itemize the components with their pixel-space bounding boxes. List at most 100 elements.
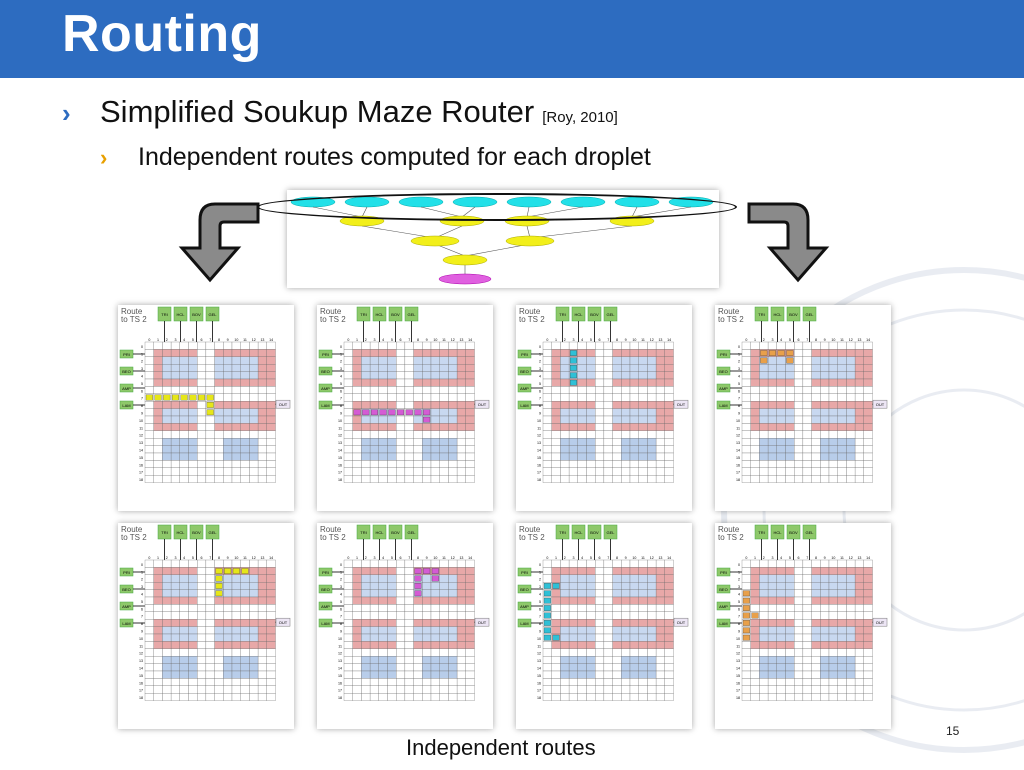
grid-cell bbox=[231, 386, 241, 394]
grid-cell bbox=[430, 641, 440, 649]
grid-cell bbox=[205, 467, 215, 476]
grid-cell bbox=[750, 364, 760, 372]
grid-cell bbox=[750, 596, 760, 605]
route-cell bbox=[552, 634, 560, 641]
grid-cell bbox=[655, 656, 665, 664]
grid-cell bbox=[223, 445, 233, 454]
grid-cell bbox=[759, 678, 769, 686]
grid-cell bbox=[759, 589, 769, 598]
grid-cell bbox=[197, 685, 207, 694]
grid-cell bbox=[577, 596, 587, 605]
grid-cell bbox=[586, 378, 596, 387]
grid-cell bbox=[655, 430, 665, 439]
grid-cell bbox=[794, 371, 804, 380]
grid-cell bbox=[811, 475, 821, 483]
grid-cell bbox=[638, 596, 648, 605]
grid-cell bbox=[837, 423, 847, 431]
grid-cell bbox=[664, 670, 674, 679]
grid-cell bbox=[811, 401, 821, 409]
grid-cell bbox=[638, 393, 648, 402]
grid-cell bbox=[820, 393, 830, 402]
grid-cell bbox=[741, 408, 751, 417]
grid-cell bbox=[231, 604, 241, 612]
grid-cell bbox=[249, 445, 259, 454]
grid-cell bbox=[638, 604, 648, 612]
grid-cell bbox=[655, 423, 665, 431]
grid-cell bbox=[577, 656, 587, 664]
grid-cell bbox=[750, 626, 760, 635]
grid-cell bbox=[586, 401, 596, 409]
grid-cell bbox=[621, 423, 631, 431]
grid-cell bbox=[854, 438, 864, 446]
grid-cell bbox=[542, 574, 552, 583]
grid-cell bbox=[647, 559, 657, 568]
grid-cell bbox=[655, 386, 665, 394]
grid-cell bbox=[257, 663, 267, 672]
grid-cell bbox=[586, 611, 596, 620]
grid-cell bbox=[352, 582, 362, 590]
grid-cell bbox=[257, 693, 267, 701]
row-header: 4 bbox=[539, 593, 541, 597]
grid-cell bbox=[266, 670, 276, 679]
grid-cell bbox=[448, 574, 458, 583]
grid-cell bbox=[361, 604, 371, 612]
grid-cell bbox=[741, 364, 751, 372]
grid-cell bbox=[153, 619, 163, 627]
grid-cell bbox=[387, 445, 397, 454]
grid-cell bbox=[369, 378, 379, 387]
grid-cell bbox=[542, 641, 552, 649]
row-header: 16 bbox=[139, 681, 143, 685]
grid-cell bbox=[369, 633, 379, 642]
grid-cell bbox=[223, 619, 233, 627]
grid-cell bbox=[568, 408, 578, 417]
grid-cell bbox=[170, 364, 180, 372]
row-header: 17 bbox=[537, 471, 541, 475]
grid-cell bbox=[448, 685, 458, 694]
grid-cell bbox=[231, 559, 241, 568]
grid-cell bbox=[439, 685, 449, 694]
row-header: 10 bbox=[537, 419, 541, 423]
grid-cell bbox=[257, 604, 267, 612]
grid-cell bbox=[430, 611, 440, 620]
grid-cell bbox=[647, 393, 657, 402]
grid-cell bbox=[837, 415, 847, 424]
grid-cell bbox=[863, 460, 873, 468]
grid-cell bbox=[197, 452, 207, 461]
grid-cell bbox=[257, 356, 267, 365]
grid-cell bbox=[352, 641, 362, 649]
grid-cell bbox=[638, 371, 648, 380]
grid-cell bbox=[162, 589, 172, 598]
grid-cell bbox=[811, 626, 821, 635]
grid-cell bbox=[343, 663, 353, 672]
grid-cell bbox=[439, 378, 449, 387]
grid-cell bbox=[240, 685, 250, 694]
grid-cell bbox=[612, 423, 622, 431]
grid-cell bbox=[542, 423, 552, 431]
grid-cell bbox=[776, 445, 786, 454]
grid-cell bbox=[621, 356, 631, 365]
grid-cell bbox=[197, 574, 207, 583]
grid-cell bbox=[439, 341, 449, 350]
grid-cell bbox=[430, 364, 440, 372]
grid-cell bbox=[638, 386, 648, 394]
grid-cell bbox=[612, 475, 622, 483]
grid-cell bbox=[741, 378, 751, 387]
grid-cell bbox=[369, 641, 379, 649]
grid-cell bbox=[153, 364, 163, 372]
grid-cell bbox=[828, 656, 838, 664]
grid-cell bbox=[776, 408, 786, 417]
grid-cell bbox=[352, 430, 362, 439]
grid-cell bbox=[396, 423, 406, 431]
grid-cell bbox=[369, 423, 379, 431]
grid-cell bbox=[664, 574, 674, 583]
grid-cell bbox=[257, 408, 267, 417]
grid-cell bbox=[621, 648, 631, 657]
grid-cell bbox=[837, 349, 847, 357]
grid-cell bbox=[629, 475, 639, 483]
grid-cell bbox=[144, 678, 154, 686]
grid-cell bbox=[647, 641, 657, 649]
grid-cell bbox=[577, 567, 587, 575]
col-header: 6 bbox=[201, 338, 203, 342]
grid-cell bbox=[343, 349, 353, 357]
